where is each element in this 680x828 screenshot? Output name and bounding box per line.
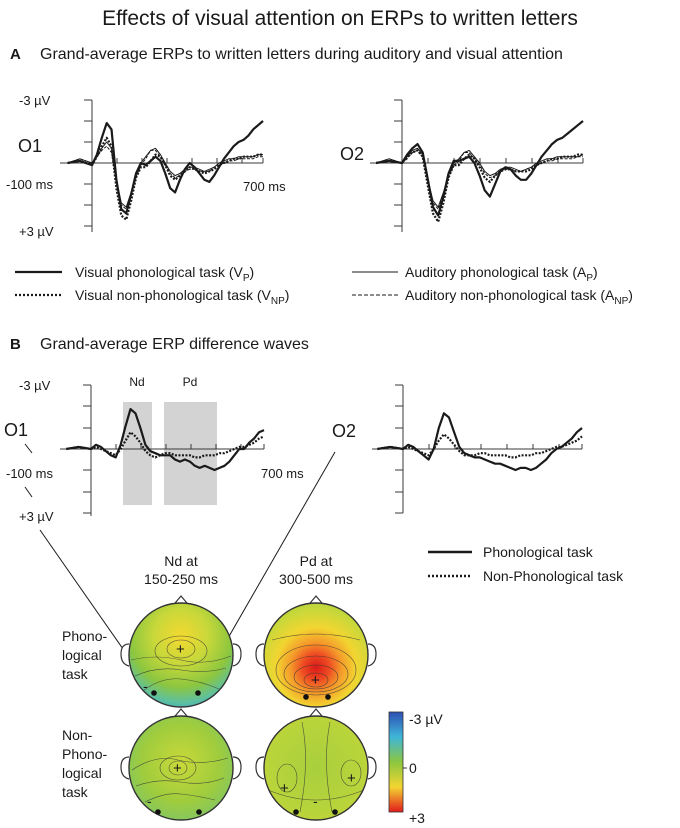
legend-label-visual-phonological: Visual phonological task (VP) xyxy=(75,264,254,284)
panel-b-legend: Phonological task Non-Phonological task xyxy=(428,544,624,584)
colorbar-mid-label: 0 xyxy=(409,760,417,776)
map-min-sign: - xyxy=(143,678,148,694)
plot-b-o1 xyxy=(66,408,265,472)
electrode-o1 xyxy=(303,694,309,700)
head-ear-left xyxy=(120,756,130,780)
topo-map-phonological-pd: + xyxy=(255,595,377,708)
series-line-thin-dashed xyxy=(67,145,263,210)
legend-label-non-phonological: Non-Phonological task xyxy=(483,568,624,584)
panel-a-x-start-label: -100 ms xyxy=(6,177,53,192)
electrode-o2 xyxy=(196,809,202,815)
topo-map-non-phonological-nd: + - xyxy=(120,708,242,821)
electrode-o2 xyxy=(332,809,338,815)
electrode-o2 xyxy=(325,694,331,700)
series-line-thick-dotted xyxy=(67,136,263,221)
colorbar-bottom-label: +3 xyxy=(409,810,425,826)
head-ear-left xyxy=(120,643,130,667)
panel-a-letter: A xyxy=(10,46,21,63)
panel-a-x-end-label: 700 ms xyxy=(243,179,286,194)
panel-a-channel-o1: O1 xyxy=(18,136,42,156)
map-row-np-line2: Phono- xyxy=(62,746,107,762)
legend-label-phonological: Phonological task xyxy=(483,544,594,560)
panel-b-channel-o2: O2 xyxy=(332,421,356,441)
panel-b-o1-axes xyxy=(60,384,265,516)
plot-b-o2 xyxy=(377,412,583,472)
panel-b-x-end-label: 700 ms xyxy=(261,466,304,481)
window-pd-label: Pd xyxy=(183,375,198,389)
legend-label-auditory-non-phonological: Auditory non-phonological task (ANP) xyxy=(405,287,633,307)
map-max-sign: + xyxy=(311,672,320,689)
head-ear-right xyxy=(367,643,377,667)
panel-b-y-top-label: -3 µV xyxy=(19,378,51,393)
plot-a-o2 xyxy=(375,120,584,223)
map-contours xyxy=(130,635,232,692)
head-ear-right xyxy=(232,643,242,667)
map-row-np-line3: logical xyxy=(62,765,102,781)
panel-a-channel-o2: O2 xyxy=(340,144,364,164)
electrode-o2 xyxy=(195,690,201,696)
map-row-np-line4: task xyxy=(62,784,89,800)
legend-label-auditory-phonological: Auditory phonological task (AP) xyxy=(405,264,598,284)
panel-a-legend: Visual phonological task (VP) Visual non… xyxy=(15,264,633,307)
map-col-nd-line2: 150-250 ms xyxy=(144,571,218,587)
map-contours xyxy=(271,633,361,696)
panel-a-y-bottom-label: +3 µV xyxy=(19,224,54,239)
topo-map-phonological-nd: + - xyxy=(120,595,242,708)
panel-b-x-start-label: -100 ms xyxy=(6,466,53,481)
series-line-thick-dotted xyxy=(377,433,583,459)
plot-a-o1 xyxy=(67,120,264,221)
head-surface xyxy=(263,602,369,708)
map-col-pd-line1: Pd at xyxy=(300,553,333,569)
head-surface xyxy=(128,715,234,821)
panel-b-y-bottom-label: +3 µV xyxy=(19,509,54,524)
map-row-ph-line1: Phono- xyxy=(62,628,107,644)
head-ear-left xyxy=(255,643,265,667)
head-surface xyxy=(128,602,234,708)
map-max-sign: + xyxy=(176,641,185,658)
head-surface xyxy=(263,715,369,821)
legend-label-visual-non-phonological: Visual non-phonological task (VNP) xyxy=(75,287,289,307)
panel-b-heading: Grand-average ERP difference waves xyxy=(40,336,309,353)
topo-map-non-phonological-pd: + + - xyxy=(255,708,377,821)
map-min-sign: - xyxy=(313,793,318,809)
map-min-sign: - xyxy=(147,793,152,809)
map-row-ph-line3: task xyxy=(62,666,89,682)
map-contours xyxy=(131,755,229,803)
figure-title: Effects of visual attention on ERPs to w… xyxy=(102,7,578,30)
head-ear-left xyxy=(255,756,265,780)
map-max-sign-left: + xyxy=(280,780,289,797)
panel-b-channel-o1: O1 xyxy=(4,420,28,440)
map-contours xyxy=(267,721,365,813)
panel-b-o2-axes xyxy=(372,384,583,514)
map-max-sign: + xyxy=(173,760,182,777)
o1-label-tick-2 xyxy=(24,486,33,498)
map-col-nd-line1: Nd at xyxy=(164,553,198,569)
head-ear-right xyxy=(232,756,242,780)
series-line-thin-solid xyxy=(67,141,263,208)
panel-a-y-top-label: -3 µV xyxy=(19,93,51,108)
series-line-thick-solid xyxy=(67,120,264,215)
series-line-thick-solid xyxy=(66,408,265,472)
series-line-thin-solid xyxy=(375,147,584,208)
electrode-o1 xyxy=(151,690,157,696)
series-line-thick-solid xyxy=(377,412,583,472)
map-row-np-line1: Non- xyxy=(62,727,93,743)
head-ear-right xyxy=(367,756,377,780)
map-row-ph-line2: logical xyxy=(62,647,102,663)
panel-a-heading: Grand-average ERPs to written letters du… xyxy=(40,46,563,63)
map-col-pd-line2: 300-500 ms xyxy=(279,571,353,587)
window-nd-label: Nd xyxy=(129,375,144,389)
electrode-o1 xyxy=(155,809,161,815)
electrode-o1 xyxy=(293,809,299,815)
map-max-sign-right: + xyxy=(347,770,356,787)
panel-b-letter: B xyxy=(10,336,21,353)
colorbar xyxy=(388,711,404,813)
series-line-thin-dashed xyxy=(375,149,583,210)
o1-label-tick xyxy=(24,443,33,454)
series-line-thick-dotted xyxy=(66,431,265,459)
colorbar-top-label: -3 µV xyxy=(409,711,443,727)
